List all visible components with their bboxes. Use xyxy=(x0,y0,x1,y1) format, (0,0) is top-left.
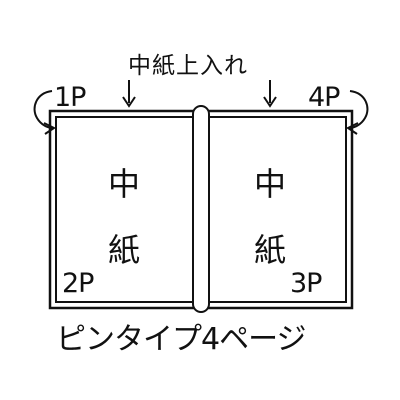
page-label-1p: 1P xyxy=(54,82,86,113)
curved-arrow-icon xyxy=(33,90,56,135)
center-pin xyxy=(192,105,210,313)
right-panel-text-line2: 紙 xyxy=(254,231,287,269)
down-arrow-icon xyxy=(263,80,277,108)
left-panel-text-line1: 中 xyxy=(108,165,141,203)
page-label-3p: 3P xyxy=(290,268,322,299)
curved-arrow-icon xyxy=(346,90,369,135)
left-panel-text-line2: 紙 xyxy=(108,231,141,269)
page-label-4p: 4P xyxy=(308,82,340,113)
page-label-2p: 2P xyxy=(62,268,94,299)
down-arrow-icon xyxy=(122,80,136,108)
diagram-caption: ピンタイプ4ページ xyxy=(56,322,306,357)
insert-direction-label: 中紙上入れ xyxy=(128,53,248,79)
right-panel-text-line1: 中 xyxy=(254,165,287,203)
